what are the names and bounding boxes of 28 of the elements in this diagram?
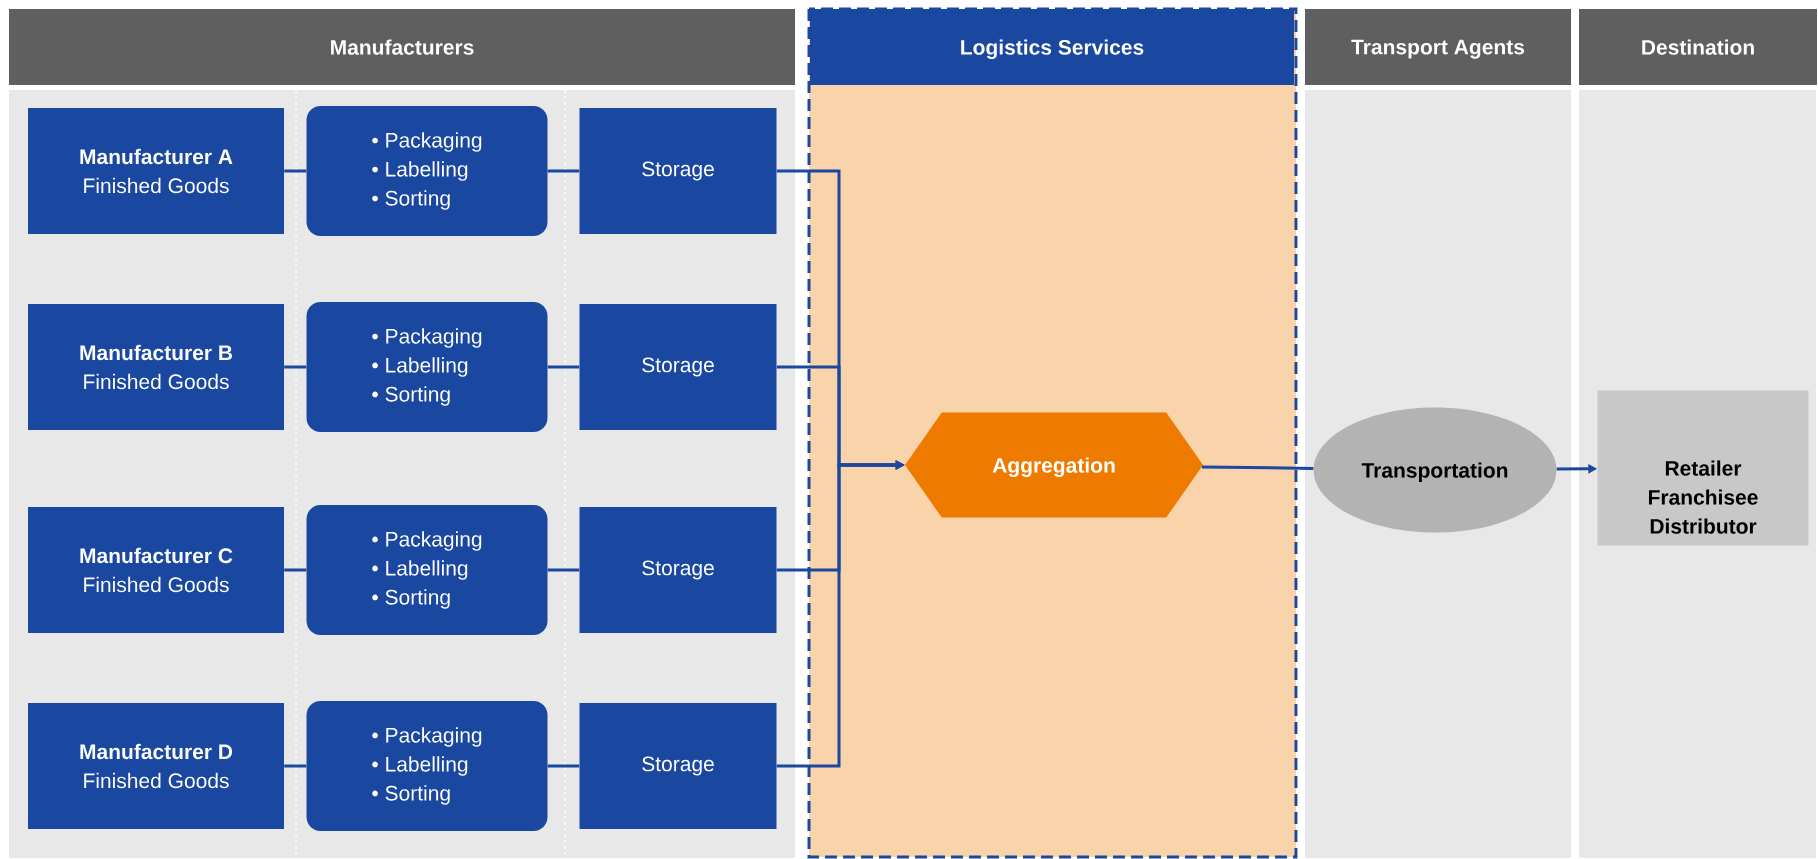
manufacturer-box: Manufacturer C Finished Goods <box>28 507 284 633</box>
storage-box: Storage <box>579 108 777 234</box>
process-box: • Packaging • Labelling • Sorting <box>306 106 548 236</box>
connector <box>547 764 580 768</box>
process-box: • Packaging • Labelling • Sorting <box>306 505 548 635</box>
destination-box: Retailer Franchisee Distributor <box>1597 390 1809 546</box>
header-band: Transport Agents <box>1305 9 1571 85</box>
manufacturer-box: Manufacturer B Finished Goods <box>28 304 284 430</box>
manufacturer-box: Manufacturer A Finished Goods <box>28 108 284 234</box>
process-box: • Packaging • Labelling • Sorting <box>306 302 548 432</box>
header-band: Manufacturers <box>9 9 795 85</box>
connector <box>284 169 307 173</box>
storage-box: Storage <box>579 703 777 829</box>
connector <box>547 568 580 572</box>
connector <box>1201 465 1314 470</box>
connector <box>284 568 307 572</box>
storage-box: Storage <box>579 507 777 633</box>
connector <box>547 169 580 173</box>
connector <box>284 365 307 369</box>
header-band: Logistics Services <box>810 9 1294 85</box>
manufacturer-box: Manufacturer D Finished Goods <box>28 703 284 829</box>
hexagon: Aggregation <box>905 412 1203 518</box>
connector <box>547 365 580 369</box>
process-box: • Packaging • Labelling • Sorting <box>306 701 548 831</box>
header-band: Destination <box>1579 9 1817 85</box>
storage-box: Storage <box>579 304 777 430</box>
connector <box>284 764 307 768</box>
node-label: Logistics Services <box>961 39 1144 60</box>
